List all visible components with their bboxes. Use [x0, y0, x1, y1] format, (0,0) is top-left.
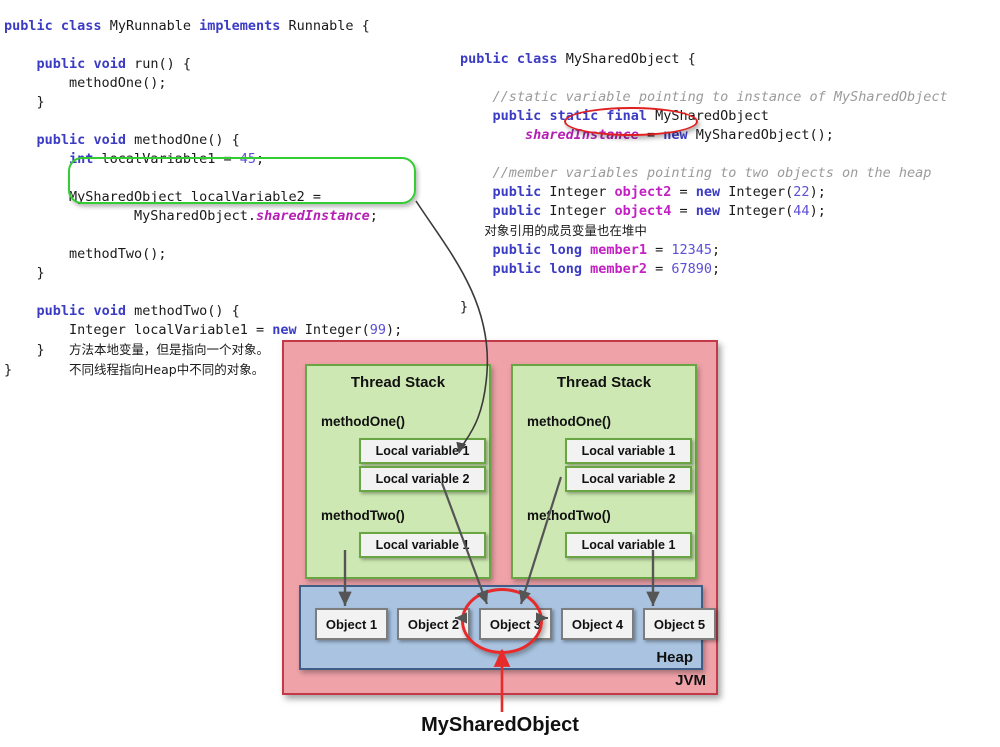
local-variable-box: Local variable 1: [565, 438, 692, 464]
local-variable-box: Local variable 1: [565, 532, 692, 558]
heap-label: Heap: [656, 649, 693, 666]
thread-stack-title: Thread Stack: [350, 374, 446, 391]
heap-object-box: Object 3: [479, 608, 552, 640]
thread-stack-2: Thread Stack methodOne() Local variable …: [511, 364, 697, 579]
right-code-block: public class MySharedObject { //static v…: [460, 50, 948, 315]
local-variable-box: Local variable 2: [565, 466, 692, 492]
frame-label-methodone: methodOne(): [527, 414, 611, 429]
heap-object-box: Object 2: [397, 608, 470, 640]
jvm-label: JVM: [675, 672, 706, 689]
thread-stack-title: Thread Stack: [556, 374, 652, 391]
heap-object-box: Object 5: [643, 608, 716, 640]
jvm-container: Thread Stack methodOne() Local variable …: [282, 340, 718, 695]
local-variable-box: Local variable 1: [359, 532, 486, 558]
bottom-title: MySharedObject: [421, 714, 579, 736]
frame-label-methodone: methodOne(): [321, 414, 405, 429]
frame-label-methodtwo: methodTwo(): [321, 508, 405, 523]
left-code-block: public class MyRunnable implements Runna…: [4, 17, 403, 378]
heap-container: Object 1 Object 2 Object 3 Object 4 Obje…: [299, 585, 716, 670]
thread-stack-1: Thread Stack methodOne() Local variable …: [305, 364, 491, 579]
heap-object-box: Object 4: [561, 608, 634, 640]
local-variable-box: Local variable 1: [359, 438, 486, 464]
local-variable-box: Local variable 2: [359, 466, 486, 492]
frame-label-methodtwo: methodTwo(): [527, 508, 611, 523]
heap-object-box: Object 1: [315, 608, 388, 640]
